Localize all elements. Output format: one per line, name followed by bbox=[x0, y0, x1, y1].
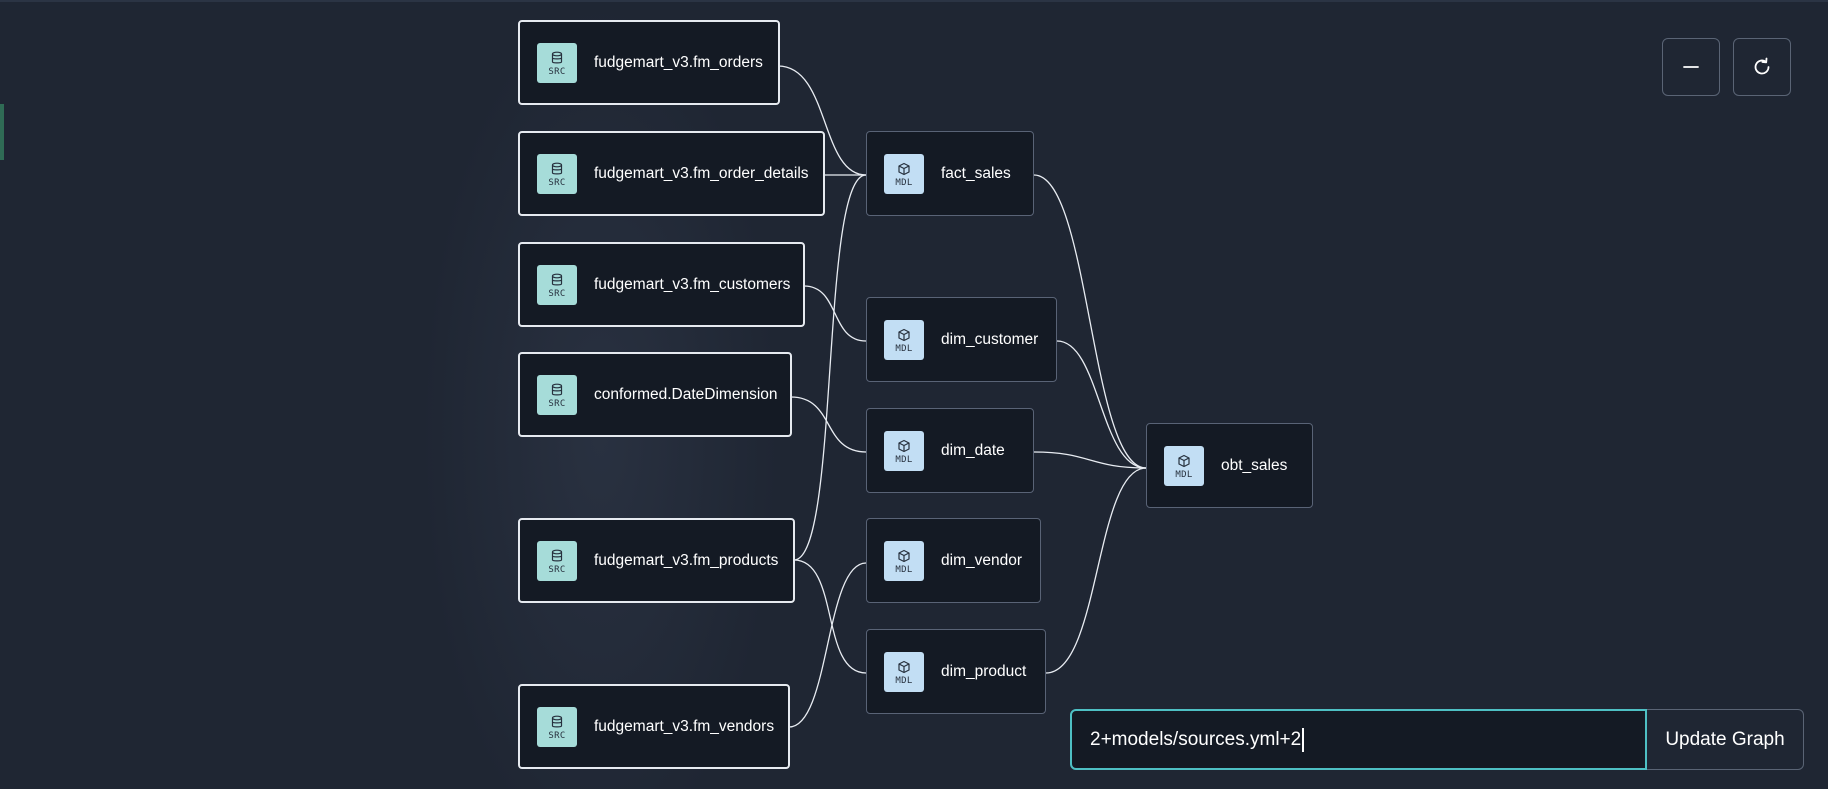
database-icon bbox=[551, 715, 563, 727]
edge-vendors-dim-vendor bbox=[788, 562, 867, 728]
cube-icon bbox=[898, 660, 910, 673]
database-icon bbox=[551, 549, 563, 561]
edge-dim-product-obt-sales bbox=[1045, 467, 1147, 674]
node-label: fudgemart_v3.fm_order_details bbox=[594, 164, 809, 182]
node-dim-product[interactable]: MDL dim_product bbox=[866, 629, 1046, 714]
node-label: obt_sales bbox=[1221, 456, 1288, 474]
collapse-button[interactable] bbox=[1662, 38, 1720, 96]
cube-icon bbox=[898, 439, 910, 452]
node-obt-sales[interactable]: MDL obt_sales bbox=[1146, 423, 1313, 508]
node-label: dim_product bbox=[941, 662, 1027, 680]
edge-products-fact-sales bbox=[793, 174, 867, 561]
model-badge: MDL bbox=[884, 319, 924, 360]
top-border bbox=[0, 0, 1828, 2]
node-label: dim_customer bbox=[941, 330, 1039, 348]
model-badge: MDL bbox=[1164, 445, 1204, 486]
node-fm-order-details[interactable]: SRC fudgemart_v3.fm_order_details bbox=[518, 131, 825, 216]
node-label: fudgemart_v3.fm_products bbox=[594, 551, 779, 569]
source-badge: SRC bbox=[537, 153, 577, 194]
node-label: dim_date bbox=[941, 441, 1005, 459]
node-fact-sales[interactable]: MDL fact_sales bbox=[866, 131, 1034, 216]
database-icon bbox=[551, 273, 563, 285]
node-dim-vendor[interactable]: MDL dim_vendor bbox=[866, 518, 1041, 603]
source-tag: SRC bbox=[548, 177, 566, 188]
model-tag: MDL bbox=[895, 675, 913, 686]
node-fm-products[interactable]: SRC fudgemart_v3.fm_products bbox=[518, 518, 795, 603]
node-date-dimension[interactable]: SRC conformed.DateDimension bbox=[518, 352, 792, 437]
cube-icon bbox=[898, 328, 910, 341]
update-graph-button[interactable]: Update Graph bbox=[1647, 709, 1804, 770]
edge-dim-date-obt-sales bbox=[1033, 451, 1147, 469]
edge-products-dim-product bbox=[793, 559, 867, 674]
model-tag: MDL bbox=[895, 564, 913, 575]
source-tag: SRC bbox=[548, 564, 566, 575]
left-edge-fragment bbox=[0, 104, 4, 160]
node-fm-vendors[interactable]: SRC fudgemart_v3.fm_vendors bbox=[518, 684, 790, 769]
edge-datedimension-dim-date bbox=[790, 396, 867, 453]
node-dim-customer[interactable]: MDL dim_customer bbox=[866, 297, 1057, 382]
node-fm-customers[interactable]: SRC fudgemart_v3.fm_customers bbox=[518, 242, 805, 327]
node-fm-orders[interactable]: SRC fudgemart_v3.fm_orders bbox=[518, 20, 780, 105]
node-label: conformed.DateDimension bbox=[594, 385, 778, 403]
node-label: fudgemart_v3.fm_customers bbox=[594, 275, 791, 293]
model-tag: MDL bbox=[1175, 469, 1193, 480]
model-tag: MDL bbox=[895, 454, 913, 465]
model-badge: MDL bbox=[884, 651, 924, 692]
model-tag: MDL bbox=[895, 177, 913, 188]
model-badge: MDL bbox=[884, 540, 924, 581]
source-badge: SRC bbox=[537, 42, 577, 83]
database-icon bbox=[551, 162, 563, 174]
cube-icon bbox=[898, 162, 910, 175]
refresh-button[interactable] bbox=[1733, 38, 1791, 96]
source-tag: SRC bbox=[548, 730, 566, 741]
database-icon bbox=[551, 383, 563, 395]
edge-customers-dim-customer bbox=[803, 285, 867, 342]
edge-dim-customer-obt-sales bbox=[1056, 340, 1147, 469]
source-tag: SRC bbox=[548, 398, 566, 409]
query-text: 2+models/sources.yml+2 bbox=[1090, 728, 1302, 750]
node-label: fudgemart_v3.fm_orders bbox=[594, 53, 763, 71]
source-badge: SRC bbox=[537, 374, 577, 415]
source-badge: SRC bbox=[537, 264, 577, 305]
model-badge: MDL bbox=[884, 153, 924, 194]
node-label: dim_vendor bbox=[941, 551, 1022, 569]
source-badge: SRC bbox=[537, 706, 577, 747]
node-label: fudgemart_v3.fm_vendors bbox=[594, 717, 775, 735]
source-tag: SRC bbox=[548, 288, 566, 299]
refresh-icon bbox=[1754, 57, 1770, 75]
minus-icon bbox=[1683, 66, 1699, 68]
node-dim-date[interactable]: MDL dim_date bbox=[866, 408, 1034, 493]
node-label: fact_sales bbox=[941, 164, 1011, 182]
cube-icon bbox=[1178, 454, 1190, 467]
model-badge: MDL bbox=[884, 430, 924, 471]
database-icon bbox=[551, 51, 563, 63]
cube-icon bbox=[898, 549, 910, 562]
source-tag: SRC bbox=[548, 66, 566, 77]
text-caret bbox=[1302, 727, 1304, 752]
model-tag: MDL bbox=[895, 343, 913, 354]
source-badge: SRC bbox=[537, 540, 577, 581]
graph-query-input[interactable]: 2+models/sources.yml+2 bbox=[1070, 709, 1647, 770]
